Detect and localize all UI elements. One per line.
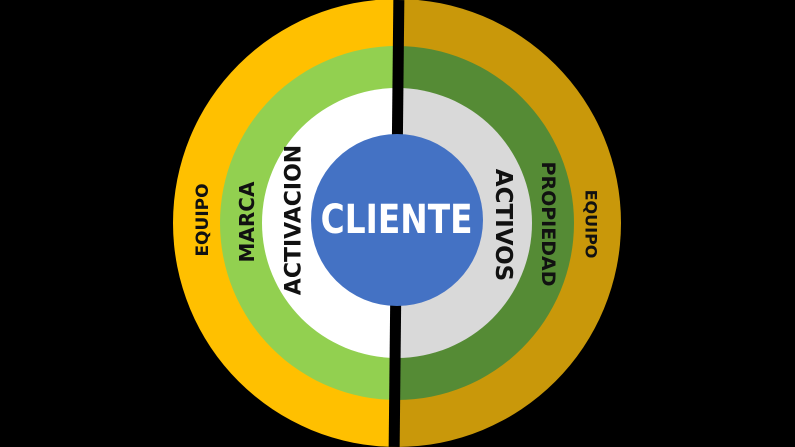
left-middle-label: MARCA <box>235 181 259 263</box>
right-outer-label: EQUIPO <box>581 189 601 259</box>
left-inner-label: ACTIVACION <box>281 144 307 296</box>
right-middle-label: PROPIEDAD <box>537 161 559 287</box>
center-circle: CLIENTE <box>311 134 483 306</box>
left-outer-label: EQUIPO <box>193 183 213 257</box>
center-label: CLIENTE <box>321 197 473 243</box>
right-inner-label: ACTIVOS <box>490 168 516 282</box>
